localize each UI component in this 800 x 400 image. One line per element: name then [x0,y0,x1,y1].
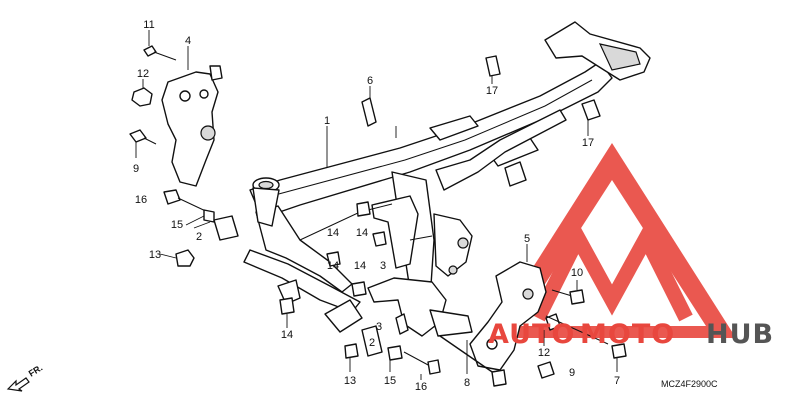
callout-7: 7 [614,375,620,387]
diagram-code: MCZ4F2900C [661,379,718,389]
callout-2: 2 [369,337,375,349]
callout-11: 11 [143,19,154,31]
callout-numbers: 11 4 12 9 16 15 2 13 1 6 17 17 14 14 3 1… [133,19,620,393]
callout-12: 12 [538,347,550,359]
callout-3: 3 [376,321,382,333]
callout-13: 13 [344,375,356,387]
callout-14: 14 [281,329,293,341]
direction-label: FR. [27,363,45,379]
callout-4: 4 [185,35,191,47]
callout-8: 8 [464,377,470,389]
watermark-brand-hub: HUB [706,319,774,350]
main-frame [243,21,651,337]
callout-15: 15 [171,219,183,231]
callout-9: 9 [133,163,139,175]
callout-14: 14 [356,227,368,239]
watermark-text: AUTO MOTO HUB [488,319,774,350]
front-direction-indicator: FR. [6,363,45,392]
rear-engine-bracket [469,261,547,371]
callout-12: 12 [137,68,149,80]
callout-17: 17 [582,137,594,149]
callout-3: 3 [380,260,386,272]
callout-16: 16 [415,381,427,393]
watermark-brand-moto: MOTO [580,319,675,350]
callout-1: 1 [324,115,330,127]
watermark-logo [488,143,736,338]
callout-13: 13 [149,249,161,261]
callout-14: 14 [354,260,366,272]
callout-16: 16 [135,194,147,206]
callout-5: 5 [524,233,530,245]
engine-hanger-bracket [161,65,223,187]
callout-9: 9 [569,367,575,379]
callout-10: 10 [571,267,583,279]
leader-lines [135,30,618,380]
callout-14: 14 [327,227,339,239]
callout-15: 15 [384,375,396,387]
callout-14: 14 [327,260,339,272]
callout-6: 6 [367,75,373,87]
watermark-brand-auto: AUTO [488,319,575,350]
callout-17: 17 [486,85,498,97]
callout-2: 2 [196,231,202,243]
fasteners [129,45,627,387]
arrow-icon [6,377,30,392]
